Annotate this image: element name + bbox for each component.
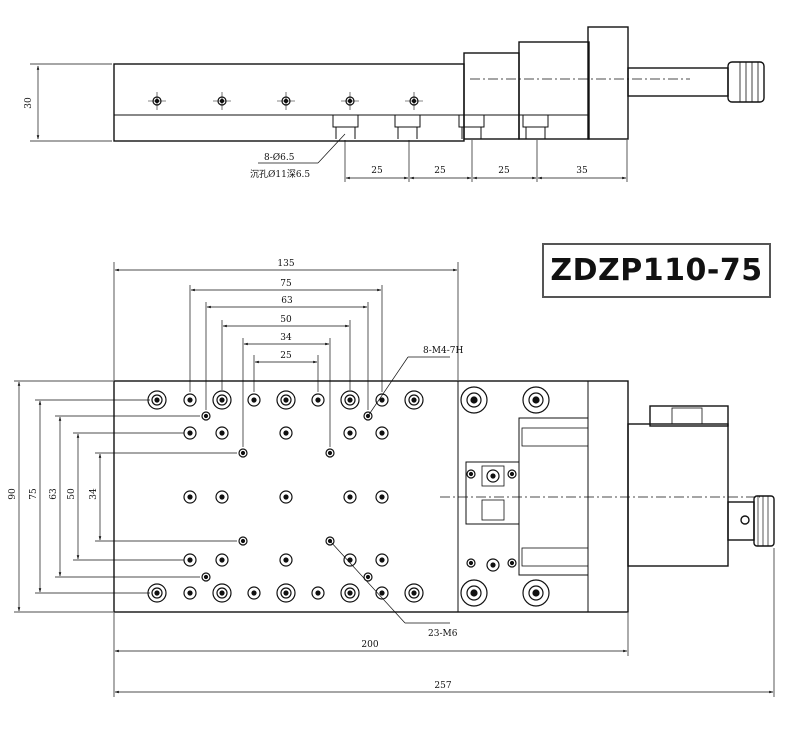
m6-hole bbox=[215, 553, 229, 567]
m6-hole bbox=[247, 586, 261, 600]
cb-hole bbox=[460, 386, 488, 414]
block-hole bbox=[466, 469, 476, 479]
side-hole bbox=[341, 92, 359, 110]
cb-hole bbox=[340, 390, 360, 410]
side-dimensions bbox=[30, 63, 628, 182]
width-dim-63: 63 bbox=[281, 296, 293, 306]
height-dim-34: 34 bbox=[89, 488, 99, 500]
m6-hole bbox=[183, 393, 197, 407]
m6-hole bbox=[183, 586, 197, 600]
m4-hole bbox=[363, 572, 373, 582]
top-view bbox=[113, 380, 775, 613]
m4-hole bbox=[325, 448, 335, 458]
top-nut-block bbox=[465, 461, 520, 525]
cb-hole bbox=[212, 583, 232, 603]
m6-hole bbox=[343, 426, 357, 440]
top-dimensions bbox=[14, 262, 775, 697]
block-hole bbox=[466, 558, 476, 568]
side-hole bbox=[405, 92, 423, 110]
m6-hole bbox=[375, 490, 389, 504]
top-knob bbox=[753, 495, 775, 547]
block-hole bbox=[507, 469, 517, 479]
height-dim-50: 50 bbox=[67, 488, 77, 500]
side-hole bbox=[277, 92, 295, 110]
cb-hole bbox=[340, 583, 360, 603]
side-spacing-dim-1: 25 bbox=[371, 166, 383, 176]
top-motor-body bbox=[627, 423, 729, 567]
block-hole bbox=[486, 469, 500, 483]
width-dim-75: 75 bbox=[280, 279, 292, 289]
cb-hole bbox=[404, 583, 424, 603]
side-view bbox=[113, 26, 765, 142]
m6-hole bbox=[375, 393, 389, 407]
top-carriage-guide bbox=[518, 417, 589, 576]
cb-hole bbox=[276, 583, 296, 603]
m6-hole bbox=[311, 393, 325, 407]
m6-hole bbox=[311, 586, 325, 600]
m4-hole bbox=[238, 536, 248, 546]
cb-hole bbox=[460, 579, 488, 607]
m6-hole bbox=[183, 490, 197, 504]
hole-callout-2: 沉孔Ø11深6.5 bbox=[250, 169, 310, 180]
height-dim-75: 75 bbox=[29, 488, 39, 500]
top-holes bbox=[147, 386, 550, 607]
m6-hole bbox=[247, 393, 261, 407]
callout-m4: 8-M4-7H bbox=[423, 346, 463, 356]
side-hole bbox=[213, 92, 231, 110]
top-motor-connector bbox=[649, 405, 729, 427]
side-motor-end bbox=[587, 26, 629, 140]
width-dim-50: 50 bbox=[280, 315, 292, 325]
side-height-dim: 30 bbox=[24, 97, 34, 109]
hole-callout-1: 8-Ø6.5 bbox=[264, 152, 295, 163]
side-spacing-dim-4: 35 bbox=[576, 166, 588, 176]
m6-hole bbox=[279, 553, 293, 567]
side-motor-flange bbox=[463, 52, 520, 140]
cb-hole bbox=[522, 386, 550, 414]
length-dim-257: 257 bbox=[434, 681, 451, 691]
side-counterbores bbox=[332, 115, 549, 139]
m6-hole bbox=[279, 490, 293, 504]
m6-hole bbox=[375, 586, 389, 600]
side-base bbox=[113, 63, 465, 142]
width-dim-25: 25 bbox=[280, 351, 292, 361]
m6-hole bbox=[183, 553, 197, 567]
height-dim-90: 90 bbox=[8, 488, 18, 500]
length-dim-200: 200 bbox=[361, 640, 378, 650]
block-hole bbox=[507, 558, 517, 568]
m4-hole bbox=[201, 572, 211, 582]
m6-hole bbox=[215, 426, 229, 440]
callout-m6: 23-M6 bbox=[428, 629, 458, 639]
cb-hole bbox=[276, 390, 296, 410]
m6-hole bbox=[343, 553, 357, 567]
cb-hole bbox=[404, 390, 424, 410]
model-label: ZDZP110-75 bbox=[550, 253, 763, 288]
height-dim-63: 63 bbox=[49, 488, 59, 500]
side-hole bbox=[148, 92, 166, 110]
m4-hole bbox=[238, 448, 248, 458]
m6-hole bbox=[343, 490, 357, 504]
m6-hole bbox=[279, 426, 293, 440]
m6-hole bbox=[215, 490, 229, 504]
m4-hole bbox=[201, 411, 211, 421]
m6-hole bbox=[375, 553, 389, 567]
side-knob-shaft bbox=[627, 67, 729, 97]
cb-hole bbox=[522, 579, 550, 607]
side-top-holes bbox=[148, 92, 423, 110]
cb-hole bbox=[147, 583, 167, 603]
side-spacing-dim-3: 25 bbox=[498, 166, 510, 176]
width-dim-135: 135 bbox=[277, 259, 294, 269]
cb-hole bbox=[147, 390, 167, 410]
m6-hole bbox=[183, 426, 197, 440]
model-label-box: ZDZP110-75 bbox=[542, 243, 771, 298]
side-spacing-dim-2: 25 bbox=[434, 166, 446, 176]
m6-hole bbox=[375, 426, 389, 440]
block-hole bbox=[486, 558, 500, 572]
side-motor-body bbox=[518, 41, 590, 140]
cb-hole bbox=[212, 390, 232, 410]
width-dim-34: 34 bbox=[280, 333, 292, 343]
